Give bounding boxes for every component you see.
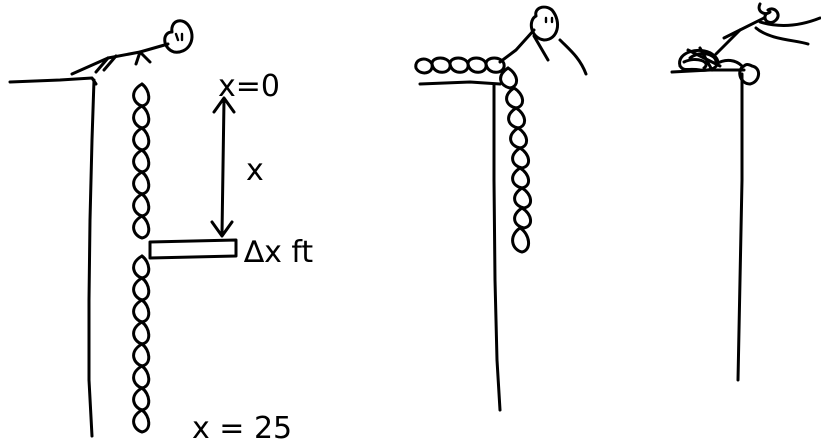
- label-x-25: x = 25: [192, 411, 292, 445]
- cliff-wall-2: [492, 82, 502, 412]
- coiled-rope-2: [414, 56, 506, 75]
- label-x-zero: x=0: [218, 69, 280, 104]
- stick-figure-1: [70, 19, 194, 76]
- panel-rope-fully-lifted: [670, 2, 821, 382]
- panel-rope-partially-lifted: [414, 5, 588, 412]
- rope-2: [499, 66, 532, 254]
- cliff-wall-1: [87, 78, 96, 438]
- stick-figure-2: [498, 5, 588, 76]
- stick-figure-3: [714, 2, 821, 56]
- rope-pile-3: [678, 46, 760, 86]
- cliff-wall-3: [736, 72, 744, 382]
- panel-rope-hanging: x=0 x ∆x ft x = 25: [8, 19, 313, 445]
- slice-rectangle: [148, 238, 238, 260]
- cliff-edge-2: [418, 80, 502, 86]
- distance-arrow: [210, 96, 236, 238]
- rope-1: [132, 82, 151, 434]
- label-delta-x: ∆x ft: [243, 235, 313, 270]
- label-x-distance: x: [246, 153, 264, 188]
- cliff-edge-1: [8, 76, 98, 86]
